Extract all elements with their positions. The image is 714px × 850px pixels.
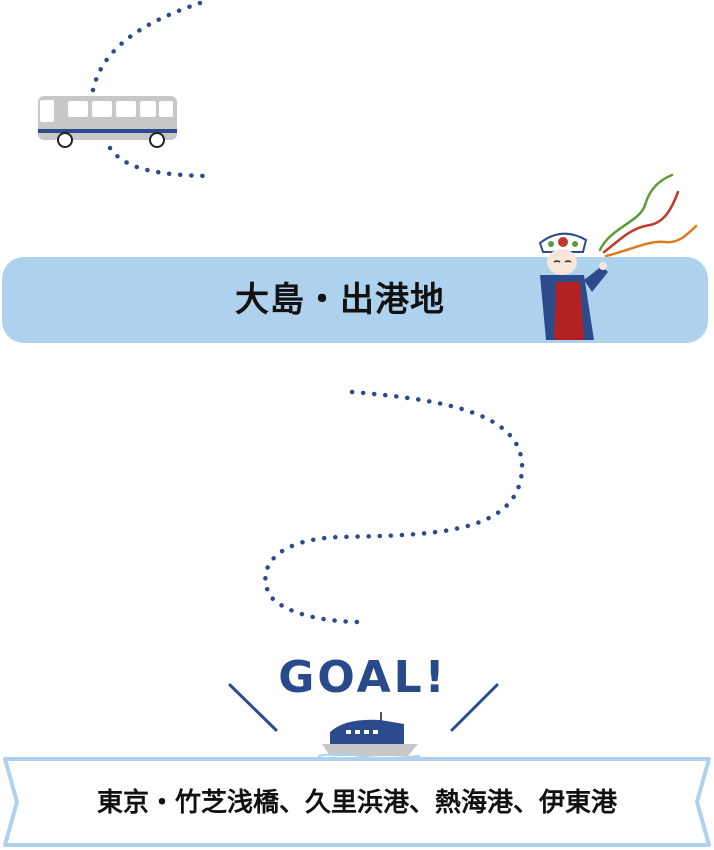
- goal-ray-right: [450, 683, 499, 732]
- bus-icon: [38, 96, 177, 148]
- anko-mascot-icon: [538, 232, 608, 340]
- ribbon-decoration: [598, 173, 698, 258]
- route-dots-bottom-curve: [107, 145, 211, 179]
- goal-ray-left: [228, 683, 278, 732]
- departure-label: 大島・出港地: [235, 280, 445, 320]
- goal-label: GOAL!: [278, 652, 448, 703]
- destination-label: 東京・竹芝浅橋、久里浜港、熱海港、伊東港: [96, 788, 617, 818]
- route-dots-top: [89, 0, 203, 98]
- destination-banner: [3, 757, 711, 847]
- ferry-icon: [317, 712, 421, 759]
